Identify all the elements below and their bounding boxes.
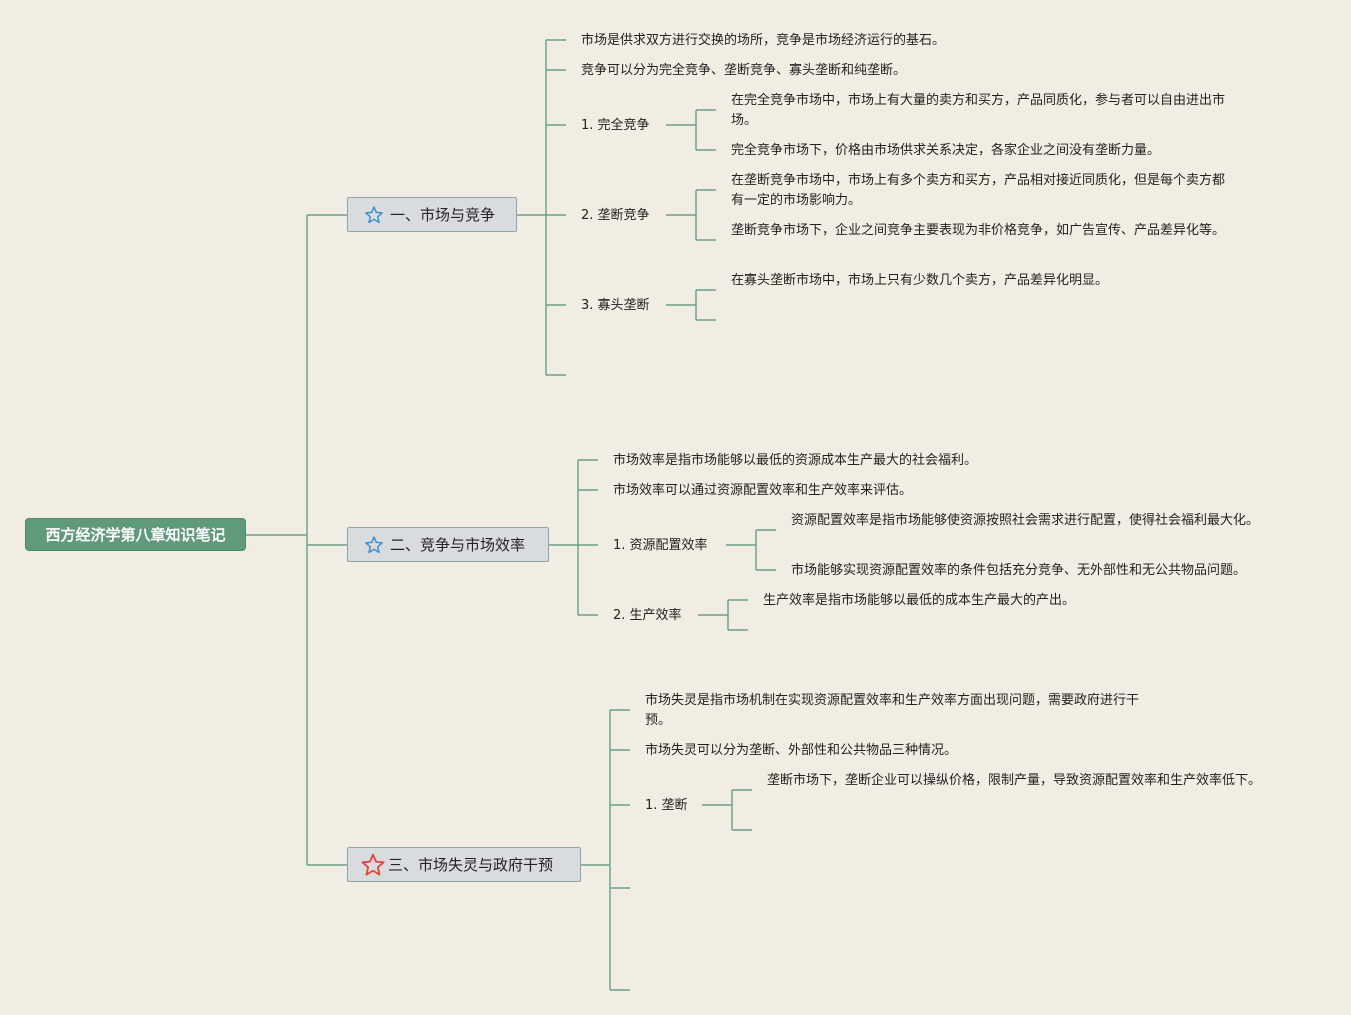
root-node[interactable]: 西方经济学第八章知识笔记 — [25, 518, 246, 551]
branch-label: 三、市场失灵与政府干预 — [388, 856, 554, 874]
list-item: 在完全竞争市场中，市场上有大量的卖方和买方，产品同质化，参与者可以自由进出市场。 — [731, 93, 1226, 128]
list-item: 在垄断竞争市场中，市场上有多个卖方和买方，产品相对接近同质化，但是每个卖方都有一… — [731, 173, 1226, 208]
branch-label: 一、市场与竞争 — [390, 206, 496, 224]
star-blue-icon — [365, 535, 383, 553]
list-item: 生产效率是指市场能够以最低的成本生产最大的产出。 — [763, 593, 1076, 608]
list-item: 竞争可以分为完全竞争、垄断竞争、寡头垄断和纯垄断。 — [581, 63, 907, 78]
branch-market-competition[interactable]: 一、市场与竞争 — [347, 197, 517, 232]
list-item: 垄断市场下，垄断企业可以操纵价格，限制产量，导致资源配置效率和生产效率低下。 — [767, 773, 1262, 788]
root-label: 西方经济学第八章知识笔记 — [45, 526, 226, 544]
list-item: 市场效率可以通过资源配置效率和生产效率来评估。 — [613, 483, 913, 498]
branch-market-failure[interactable]: 三、市场失灵与政府干预 — [347, 847, 581, 882]
sub-topic-perfect-competition[interactable]: 1. 完全竞争 — [581, 118, 650, 133]
list-item: 垄断竞争市场下，企业之间竞争主要表现为非价格竞争，如广告宣传、产品差异化等。 — [731, 223, 1226, 238]
branch-label: 二、竞争与市场效率 — [390, 536, 526, 554]
sub-topic-monopoly[interactable]: 1. 垄断 — [645, 798, 688, 813]
sub-topic-monopolistic-competition[interactable]: 2. 垄断竞争 — [581, 208, 650, 223]
list-item: 市场能够实现资源配置效率的条件包括充分竞争、无外部性和无公共物品问题。 — [791, 563, 1247, 578]
star-red-icon — [361, 853, 385, 876]
sub-topic-productive-efficiency[interactable]: 2. 生产效率 — [613, 608, 682, 623]
sub-topic-allocative-efficiency[interactable]: 1. 资源配置效率 — [613, 538, 708, 553]
list-item: 完全竞争市场下，价格由市场供求关系决定，各家企业之间没有垄断力量。 — [731, 143, 1161, 158]
list-item: 市场效率是指市场能够以最低的资源成本生产最大的社会福利。 — [613, 453, 978, 468]
list-item: 市场失灵是指市场机制在实现资源配置效率和生产效率方面出现问题，需要政府进行干预。 — [645, 693, 1140, 728]
list-item: 市场失灵可以分为垄断、外部性和公共物品三种情况。 — [645, 743, 958, 758]
list-item: 资源配置效率是指市场能够使资源按照社会需求进行配置，使得社会福利最大化。 — [791, 513, 1260, 528]
sub-topic-oligopoly[interactable]: 3. 寡头垄断 — [581, 298, 650, 313]
list-item: 市场是供求双方进行交换的场所，竞争是市场经济运行的基石。 — [581, 33, 946, 48]
star-blue-icon — [365, 205, 383, 223]
list-item: 在寡头垄断市场中，市场上只有少数几个卖方，产品差异化明显。 — [731, 273, 1109, 288]
branch-competition-efficiency[interactable]: 二、竞争与市场效率 — [347, 527, 549, 562]
